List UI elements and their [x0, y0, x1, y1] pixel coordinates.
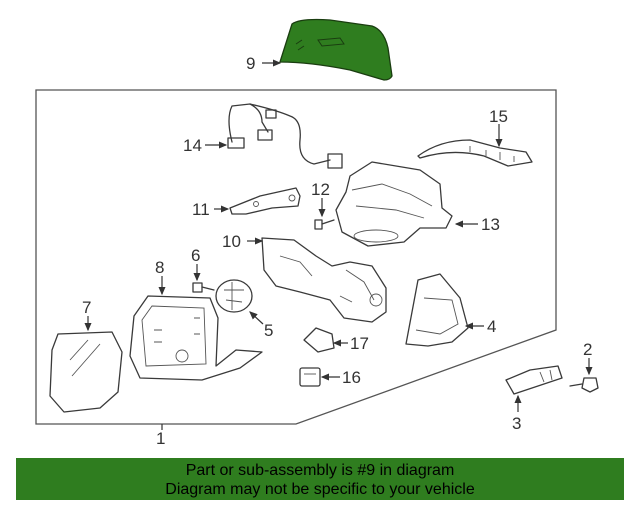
callout-5: 5: [264, 321, 273, 340]
part-2-bolt[interactable]: [569, 377, 599, 393]
part-4-side-lamp[interactable]: [405, 273, 469, 347]
callout-4: 4: [487, 317, 496, 336]
part-13-mirror-base[interactable]: [335, 161, 453, 247]
callout-10: 10: [222, 232, 241, 251]
callout-1: 1: [156, 429, 165, 448]
callout-3: 3: [512, 414, 521, 433]
part-9-mirror-cover[interactable]: [279, 18, 393, 81]
part-5-motor[interactable]: [215, 279, 253, 313]
part-14-wiring-harness[interactable]: [227, 103, 343, 169]
part-6-bolt[interactable]: [192, 282, 215, 293]
part-3-bracket[interactable]: [505, 365, 563, 395]
callout-14: 14: [183, 136, 202, 155]
part-16-connector[interactable]: [299, 367, 321, 387]
callout-17: 17: [350, 334, 369, 353]
callout-15: 15: [489, 107, 508, 126]
part-12-screw[interactable]: [314, 219, 335, 230]
assembly-frame: [35, 89, 557, 425]
part-11-bracket[interactable]: [229, 187, 301, 215]
callout-16: 16: [342, 368, 361, 387]
callout-6: 6: [191, 246, 200, 265]
part-17-clip[interactable]: [303, 327, 335, 353]
callout-12: 12: [311, 180, 330, 199]
part-8-housing-frame[interactable]: [129, 295, 263, 381]
part-info-banner: Part or sub-assembly is #9 in diagram Di…: [16, 458, 624, 500]
callout-11: 11: [192, 200, 210, 219]
banner-line-1: Part or sub-assembly is #9 in diagram: [185, 462, 455, 479]
callout-8: 8: [155, 258, 164, 277]
callout-13: 13: [481, 215, 500, 234]
part-7-mirror-glass[interactable]: [49, 331, 123, 413]
callout-9: 9: [246, 54, 255, 73]
callout-7: 7: [82, 298, 91, 317]
part-15-signal-rail[interactable]: [417, 139, 533, 167]
callout-2: 2: [583, 340, 592, 359]
banner-line-2: Diagram may not be specific to your vehi…: [165, 481, 475, 498]
part-10-actuator-frame[interactable]: [261, 237, 387, 323]
